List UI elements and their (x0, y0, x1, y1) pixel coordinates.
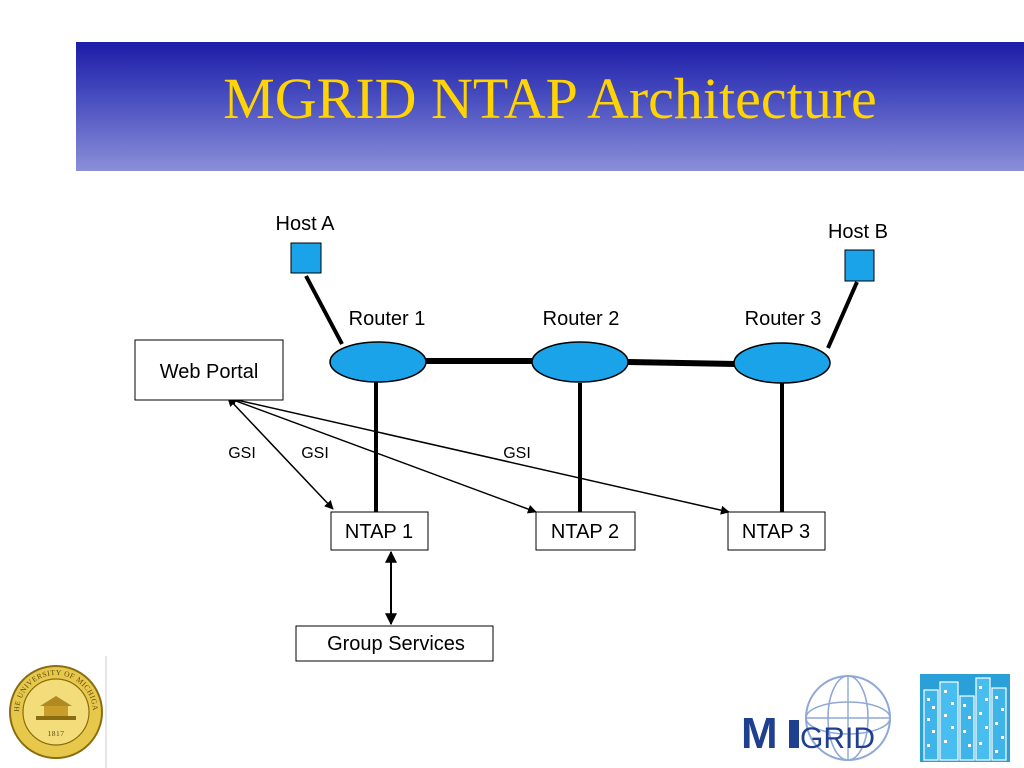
ntap-2-label: NTAP 2 (551, 521, 619, 543)
seal-year: 1817 (48, 729, 65, 738)
slide-title: MGRID NTAP Architecture (223, 66, 877, 131)
mgrid-logo-m: M (741, 709, 778, 758)
mgrid-logo-grid: GRID (800, 722, 875, 755)
router-3-label: Router 3 (745, 308, 822, 330)
gsi-label-1: GSI (228, 445, 256, 462)
ntap-3-label: NTAP 3 (742, 521, 810, 543)
host-a-label: Host A (276, 213, 336, 235)
web-portal-label: Web Portal (160, 361, 259, 383)
seal-text: THE UNIVERSITY OF MICHIGAN (0, 0, 100, 712)
university-seal-logo: THE UNIVERSITY OF MICHIGAN 1817 (0, 0, 103, 759)
web-portal-box (134, 339, 284, 401)
router-1-node (329, 341, 427, 383)
mgrid-logo: M GRID (741, 675, 891, 761)
group-services-box (295, 625, 494, 662)
host-a-node (290, 242, 322, 274)
link-hostB-router3 (826, 281, 859, 349)
ntap-3-box (727, 511, 826, 551)
ntap-1-label: NTAP 1 (345, 521, 413, 543)
gsi-arrow-ntap2 (227, 396, 537, 514)
router-2-node (531, 341, 629, 383)
host-b-label: Host B (828, 221, 888, 243)
host-b-node (844, 249, 875, 282)
city-grid-logo (920, 674, 1010, 762)
router-2-label: Router 2 (543, 308, 620, 330)
router-1-label: Router 1 (349, 308, 426, 330)
group-services-label: Group Services (327, 633, 465, 655)
link-hostA-router1 (304, 275, 344, 345)
router-3-node (733, 342, 831, 384)
gsi-label-3: GSI (503, 445, 531, 462)
link-router2-router3 (627, 359, 737, 367)
title-bar: MGRID NTAP Architecture (76, 42, 1024, 171)
gsi-label-2: GSI (301, 445, 329, 462)
ntap-1-box (330, 511, 429, 551)
gsi-arrow-ntap3 (227, 395, 730, 515)
ntap-2-box (535, 511, 636, 551)
